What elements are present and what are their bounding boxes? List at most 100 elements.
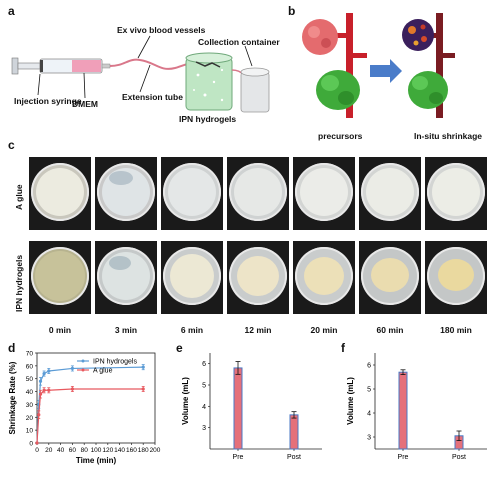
- x-tick-label: 20: [45, 447, 53, 454]
- data-point: [35, 441, 39, 445]
- photo-a-glue-3: [95, 157, 157, 230]
- panel-letter-b: b: [288, 4, 296, 18]
- panel-letter-d: d: [8, 341, 16, 355]
- setup-illustration: [11, 35, 270, 113]
- x-tick-label: Pre: [233, 454, 244, 461]
- x-tick-label: Post: [452, 454, 466, 461]
- photo-ipn-6: [161, 241, 223, 314]
- panel-letter-a: a: [8, 4, 15, 18]
- data-point: [37, 413, 41, 417]
- y-tick-label: 4: [367, 411, 371, 418]
- data-point: [141, 387, 145, 391]
- bar: [398, 371, 408, 450]
- y-tick-label: 0: [29, 441, 33, 448]
- x-tick-label: 40: [57, 447, 65, 454]
- y-tick-label: 5: [202, 383, 206, 390]
- data-point: [42, 371, 46, 376]
- x-tick-label: 180: [138, 447, 149, 454]
- y-axis-label: Shrinkage Rate (%): [8, 361, 17, 434]
- label-dmem: DMEM: [72, 99, 98, 109]
- photo-row-ipn: [29, 241, 491, 314]
- extension-tube: [109, 58, 197, 70]
- x-tick-label: Post: [287, 454, 301, 461]
- time-label-180: 180 min: [440, 325, 472, 335]
- syringe-icon: [11, 57, 111, 75]
- y-axis-label: Volume (mL): [346, 377, 355, 425]
- y-tick-label: 6: [202, 361, 206, 368]
- y-tick-label: 60: [26, 363, 34, 370]
- label-precursors: precursors: [318, 131, 363, 141]
- data-point: [47, 369, 51, 373]
- photo-ipn-0: [29, 241, 91, 314]
- y-tick-label: 70: [26, 351, 34, 358]
- data-point: [38, 379, 43, 383]
- shrunk-organ-icon: [402, 13, 455, 118]
- time-label-12: 12 min: [244, 325, 272, 335]
- x-tick-label: 160: [126, 447, 137, 454]
- row-label-ipn: IPN hydrogels: [14, 254, 24, 312]
- photo-row-a-glue: [29, 157, 491, 230]
- legend-label: A glue: [93, 368, 113, 375]
- photo-ipn-12: [227, 241, 289, 314]
- label-collection: Collection container: [198, 37, 280, 47]
- panel-letter-f: f: [341, 341, 345, 355]
- data-point: [141, 365, 145, 369]
- photo-ipn-180: [425, 241, 487, 314]
- plot-frame: [36, 352, 156, 444]
- y-tick-label: 3: [367, 435, 371, 442]
- y-tick-label: 20: [26, 415, 34, 422]
- y-tick-label: 3: [202, 425, 206, 432]
- bar: [289, 414, 299, 450]
- data-point: [42, 388, 46, 392]
- panel-letter-e: e: [176, 341, 183, 355]
- data-point: [47, 388, 51, 392]
- x-tick-label: 200: [150, 447, 161, 454]
- y-tick-label: 6: [367, 363, 371, 370]
- y-tick-label: 4: [202, 404, 206, 411]
- photo-a-glue-180: [425, 157, 487, 230]
- x-tick-label: 120: [102, 447, 113, 454]
- panel-letter-c: c: [8, 138, 15, 152]
- photo-a-glue-6: [161, 157, 223, 230]
- y-tick-label: 40: [26, 389, 34, 396]
- series-line: [36, 366, 144, 444]
- precursor-organ-icon: [302, 13, 367, 118]
- legend-marker: [81, 368, 85, 372]
- x-tick-label: 100: [91, 447, 102, 454]
- y-axis-label: Volume (mL): [181, 377, 190, 425]
- photo-a-glue-0: [29, 157, 91, 230]
- label-syringe: Injection syringe: [14, 96, 82, 106]
- y-tick-label: 10: [26, 428, 34, 435]
- photo-ipn-3: [95, 241, 157, 314]
- photo-ipn-60: [359, 241, 421, 314]
- shrinkage-schematic: [302, 13, 455, 118]
- time-label-0: 0 min: [48, 325, 72, 335]
- time-label-60: 60 min: [376, 325, 404, 335]
- time-label-6: 6 min: [180, 325, 204, 335]
- x-axis-label: Time (min): [76, 456, 117, 465]
- data-point: [38, 392, 43, 396]
- photo-a-glue-60: [359, 157, 421, 230]
- x-tick-label: 0: [35, 447, 39, 454]
- label-in-situ: In-situ shrinkage: [414, 131, 483, 141]
- transition-arrow-icon: [370, 59, 402, 83]
- photo-a-glue-12: [227, 157, 289, 230]
- label-tube: Extension tube: [122, 92, 183, 102]
- time-label-20: 20 min: [310, 325, 338, 335]
- label-hydrogels: IPN hydrogels: [179, 114, 237, 124]
- photo-a-glue-20: [293, 157, 355, 230]
- x-tick-label: 60: [69, 447, 77, 454]
- photo-ipn-20: [293, 241, 355, 314]
- x-tick-label: 140: [114, 447, 125, 454]
- series-line: [36, 388, 144, 444]
- bar: [233, 367, 243, 450]
- time-label-3: 3 min: [114, 325, 138, 335]
- legend-label: IPN hydrogels: [93, 359, 137, 366]
- y-tick-label: 50: [26, 376, 34, 383]
- beaker-icon: [185, 52, 233, 111]
- data-point: [70, 387, 74, 391]
- label-ex-vivo: Ex vivo blood vessels: [117, 25, 206, 35]
